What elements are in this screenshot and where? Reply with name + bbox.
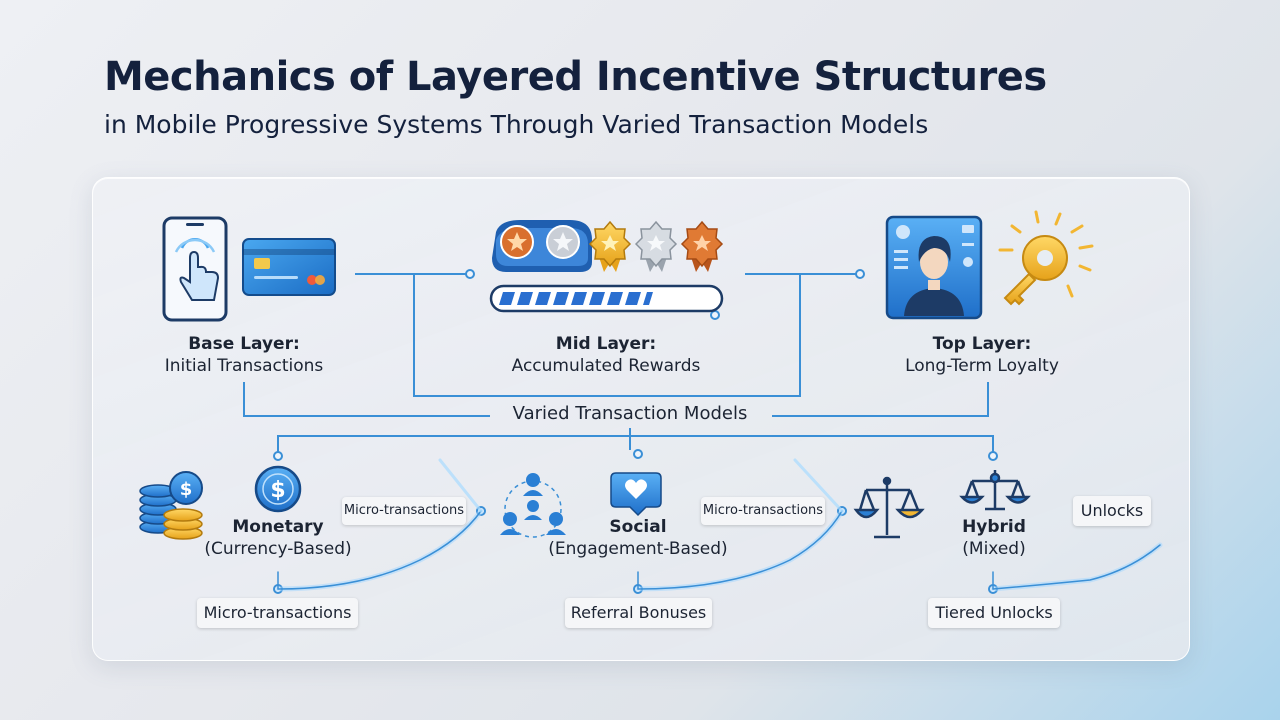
glow-connectors (275, 458, 1163, 592)
referral-bonuses-tag: Referral Bonuses (565, 598, 712, 628)
progress-bar-segments (499, 292, 653, 305)
smartphone-tap-icon (162, 216, 228, 322)
base-layer-sub: Initial Transactions (164, 356, 324, 376)
balance-scale-icon (853, 476, 925, 539)
hybrid-label: Hybrid (Mixed) (934, 516, 1054, 560)
micro-transactions-tag-2: Micro-transactions (701, 497, 825, 525)
balance-scale-icon-2 (959, 470, 1031, 511)
top-layer-label: Top Layer: Long-Term Loyalty (872, 333, 1092, 377)
member-id-card-icon (885, 215, 983, 320)
top-layer-heading: Top Layer: (932, 334, 1032, 354)
svg-text:$: $ (270, 478, 285, 503)
page-subtitle: in Mobile Progressive Systems Through Va… (104, 110, 929, 139)
top-layer-sub: Long-Term Loyalty (905, 356, 1059, 376)
base-layer-heading: Base Layer: (188, 334, 300, 354)
people-network-icon (500, 473, 566, 538)
unlocks-tag: Unlocks (1073, 496, 1151, 526)
top-connectors (243, 273, 994, 456)
golden-key-icon (998, 210, 1094, 306)
mid-layer-label: Mid Layer: Accumulated Rewards (486, 333, 726, 377)
svg-text:$: $ (180, 479, 193, 500)
base-layer-label: Base Layer: Initial Transactions (144, 333, 344, 377)
reward-badges-icon (492, 220, 724, 272)
social-heading: Social (609, 517, 667, 537)
credit-card-icon (242, 238, 336, 296)
micro-transactions-tag-bottom: Micro-transactions (197, 598, 358, 628)
heart-chat-icon (610, 472, 662, 517)
mid-layer-heading: Mid Layer: (555, 334, 657, 354)
mid-layer-sub: Accumulated Rewards (511, 356, 701, 376)
tiered-unlocks-tag: Tiered Unlocks (928, 598, 1060, 628)
social-sub: (Engagement-Based) (548, 539, 728, 559)
coin-stacks-icon: $ (139, 471, 203, 540)
micro-transactions-tag-1: Micro-transactions (342, 497, 466, 525)
social-label: Social (Engagement-Based) (538, 516, 738, 560)
monetary-label: Monetary (Currency-Based) (188, 516, 368, 560)
monetary-sub: (Currency-Based) (204, 539, 352, 559)
hybrid-heading: Hybrid (962, 517, 1026, 537)
varied-models-label: Varied Transaction Models (512, 403, 748, 424)
dollar-coin-icon: $ (254, 465, 302, 513)
hybrid-sub: (Mixed) (962, 539, 1026, 559)
page-title: Mechanics of Layered Incentive Structure… (104, 54, 1047, 100)
progress-bar-icon (489, 284, 724, 313)
monetary-heading: Monetary (232, 517, 324, 537)
